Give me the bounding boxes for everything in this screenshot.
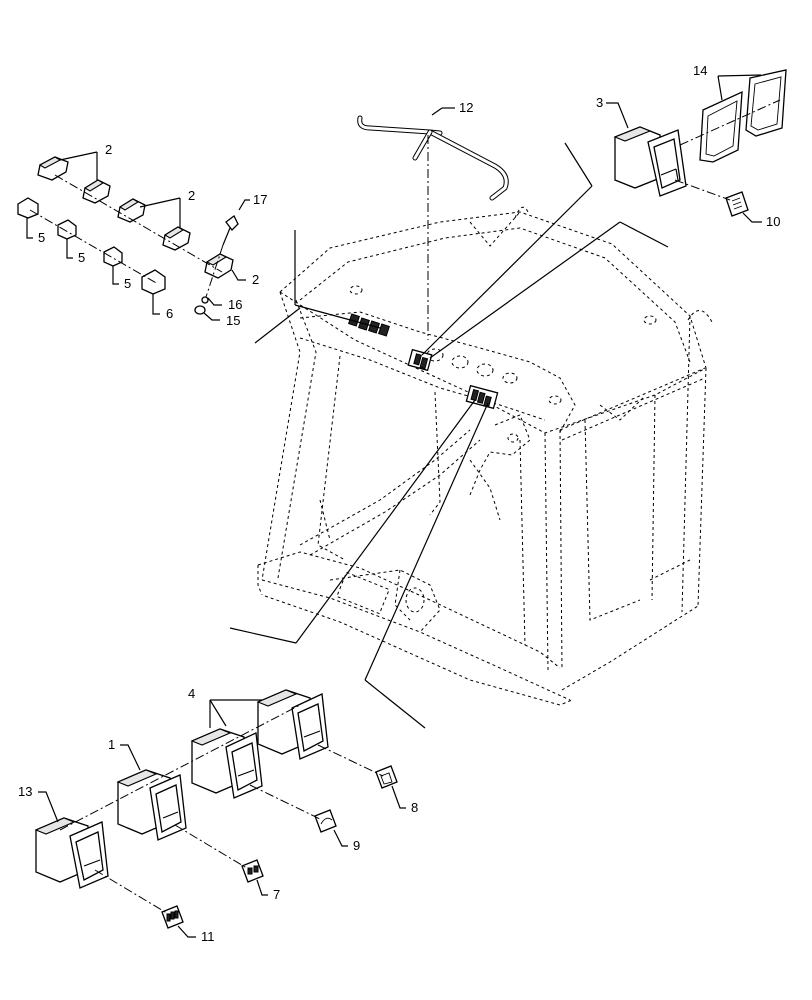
switch-part-13 [34,791,109,889]
callout-16: 16 [228,297,242,312]
cab-frame [257,206,713,706]
cab-leader-lines [229,142,669,729]
callout-11: 11 [201,929,215,944]
callout-6: 6 [166,306,173,321]
switch-part-3 [606,102,687,197]
callout-1: 1 [108,737,115,752]
switches-part-4 [190,689,329,799]
callout-4: 4 [188,686,195,701]
callout-15: 15 [226,313,240,328]
bracket-clips-part-2 [37,151,246,281]
callout-2-mid: 2 [188,188,195,203]
symbol-decal-part-10 [674,179,762,223]
callout-5-a: 5 [38,230,45,245]
callout-3: 3 [596,95,603,110]
wire-harness-part-12 [357,107,509,340]
callout-2-low: 2 [252,272,259,287]
callout-2-top: 2 [105,142,112,157]
callout-10: 10 [766,214,780,229]
callout-5-c: 5 [124,276,131,291]
callout-13: 13 [18,784,32,799]
caps-part-5-6 [17,197,166,315]
cab-right-switch-bank [465,384,499,410]
decals-parts-7-8-9-11 [59,704,406,938]
callout-9: 9 [353,838,360,853]
screw-nut-parts-15-16-17 [194,199,250,321]
cab-center-switch [407,348,433,372]
callout-7: 7 [273,887,280,902]
callout-14: 14 [693,63,707,78]
switch-part-1 [116,744,187,841]
callout-5-b: 5 [78,250,85,265]
labels-part-14 [679,69,787,163]
callout-12: 12 [459,100,473,115]
callout-8: 8 [411,800,418,815]
callout-labels: 1 2 2 2 3 4 5 5 5 6 7 8 9 10 11 12 13 14… [18,63,780,944]
cab-left-switch-bank [348,313,390,337]
callout-17: 17 [253,192,267,207]
